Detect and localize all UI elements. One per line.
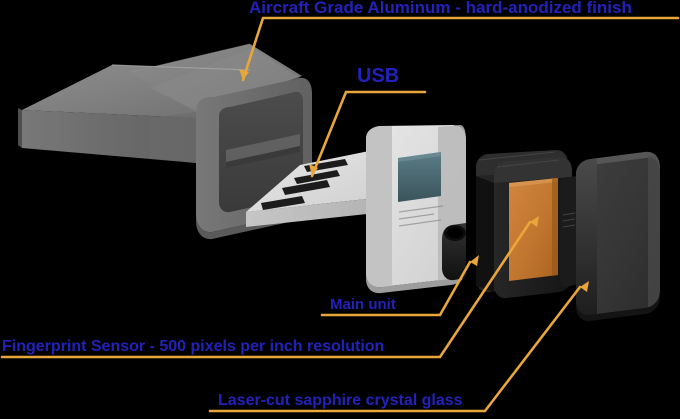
- callout-fingerprint-sensor: Fingerprint Sensor - 500 pixels per inch…: [2, 338, 385, 355]
- leader-arrowheads: [239, 69, 589, 292]
- leader-aluminum: [241, 16, 680, 82]
- leader-sensor: [0, 220, 532, 359]
- sensor-backplate-part: [560, 176, 578, 288]
- fingerprint-sensor-part: [509, 178, 558, 281]
- callout-aluminum: Aircraft Grade Aluminum - hard-anodized …: [249, 0, 632, 17]
- connector-barrel-part: [442, 223, 466, 281]
- leader-glass: [208, 285, 582, 413]
- callout-main-unit: Main unit: [330, 296, 396, 313]
- leader-lines: [0, 16, 680, 413]
- callout-sapphire-glass: Laser-cut sapphire crystal glass: [218, 392, 463, 409]
- leader-main-unit: [320, 260, 472, 317]
- leader-usb: [310, 90, 427, 178]
- sapphire-glass-part: [576, 151, 660, 322]
- callout-usb: USB: [357, 65, 400, 87]
